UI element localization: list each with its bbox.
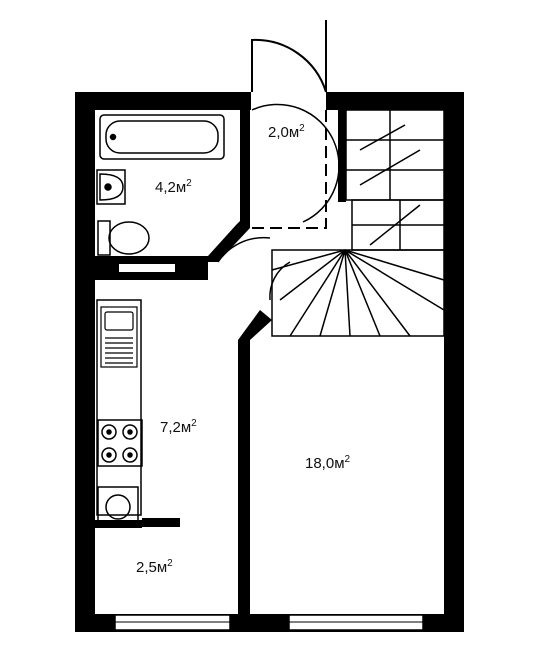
bathtub: [99, 114, 225, 160]
windows: [114, 261, 424, 631]
kitchen-counter: [96, 299, 142, 516]
room-area-hallway: 2,5м2: [136, 558, 173, 576]
room-labels: 2,0м2 4,2м2 7,2м2 18,0м2 2,5м2: [136, 123, 351, 576]
staircase: [271, 109, 445, 337]
washing-machine: [97, 486, 139, 528]
entry-door: [217, 20, 340, 301]
stove: [97, 419, 143, 467]
room-area-bathroom: 4,2м2: [155, 178, 192, 196]
toilet: [97, 220, 150, 256]
interior-walls: [95, 110, 346, 616]
plan-background: [74, 20, 464, 632]
room-area-vestibule: 2,0м2: [268, 123, 305, 141]
washbasin: [96, 169, 126, 205]
room-area-kitchen: 7,2м2: [160, 418, 197, 436]
kitchen-sink: [100, 306, 138, 368]
room-area-living-room: 18,0м2: [305, 454, 351, 472]
